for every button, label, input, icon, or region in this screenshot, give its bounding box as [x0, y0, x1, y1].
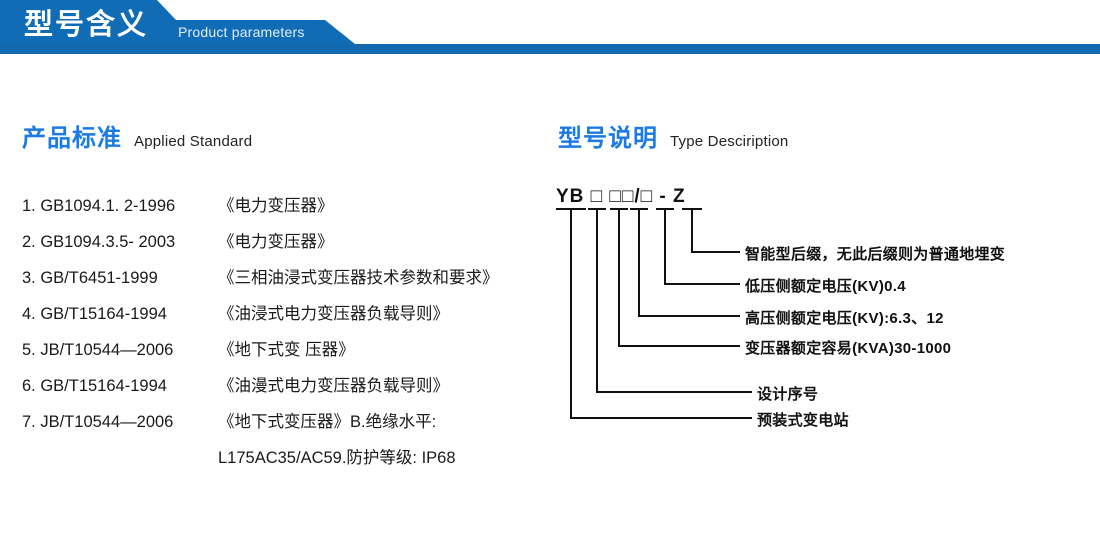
standard-title: 《电力变压器》 — [218, 233, 334, 251]
leader-hv-voltage — [638, 209, 740, 317]
leader-capacity — [618, 209, 740, 347]
standard-title: 《电力变压器》 — [218, 197, 334, 215]
standard-code: 3. GB/T6451-1999 — [22, 269, 158, 287]
leader-suffix — [691, 209, 740, 253]
diagram-label-suffix: 智能型后缀，无此后缀则为普通地埋变 — [745, 246, 1006, 263]
standard-title: 《地下式变 压器》 — [218, 341, 355, 359]
standard-row: 3. GB/T6451-1999 《三相油浸式变压器技术参数和要求》 — [22, 264, 542, 300]
diagram-label-design-serial: 设计序号 — [757, 386, 819, 403]
leader-prefab-substation — [570, 209, 752, 419]
diagram-label-prefab-substation: 预装式变电站 — [757, 412, 849, 429]
section-heading-type-description: 型号说明 Type Desciription — [558, 118, 788, 153]
diagram-label-lv-rated-voltage: 低压侧额定电压(KV)0.4 — [745, 278, 906, 295]
standard-code: 4. GB/T15164-1994 — [22, 305, 167, 323]
type-description-diagram: YB □ □□/□ - Z 智能型后缀，无此后缀则为普通地埋变 低压侧额定电压(… — [540, 186, 1100, 436]
leader-lines-group — [556, 208, 752, 419]
standard-row: L175AC35/AC59.防护等级: IP68 — [22, 444, 542, 480]
page-header-banner: 型号含义 Product parameters — [0, 0, 1100, 58]
standard-code: 6. GB/T15164-1994 — [22, 377, 167, 395]
standard-title: 《油漫式电力变压器负载导则》 — [218, 377, 449, 395]
standard-row: 5. JB/T10544—2006 《地下式变 压器》 — [22, 336, 542, 372]
section-heading-cn: 产品标准 — [22, 125, 122, 152]
banner-polygon — [0, 0, 355, 44]
section-heading-en: Applied Standard — [134, 133, 253, 150]
standard-code: 2. GB1094.3.5- 2003 — [22, 233, 176, 251]
standard-code: 5. JB/T10544—2006 — [22, 341, 174, 359]
section-heading-applied-standard: 产品标准 Applied Standard — [22, 118, 252, 153]
applied-standards-list: 1. GB1094.1. 2-1996《电力变压器》2. GB1094.3.5-… — [22, 192, 542, 480]
diagram-label-hv-rated-voltage: 高压侧额定电压(KV):6.3、12 — [745, 310, 944, 327]
diagram-label-rated-capacity: 变压器额定容易(KVA)30-1000 — [745, 340, 952, 357]
standard-title: 《地下式变压器》B.绝缘水平: — [218, 413, 437, 431]
standard-title: 《三相油浸式变压器技术参数和要求》 — [218, 269, 499, 287]
standard-row: 6. GB/T15164-1994 《油漫式电力变压器负载导则》 — [22, 372, 542, 408]
section-heading-en: Type Desciription — [670, 133, 789, 150]
standard-row: 4. GB/T15164-1994 《油浸式电力变压器负载导则》 — [22, 300, 542, 336]
standard-row: 7. JB/T10544—2006 《地下式变压器》B.绝缘水平: — [22, 408, 542, 444]
section-heading-cn: 型号说明 — [558, 125, 658, 152]
banner-shape — [0, 0, 1100, 54]
banner-title: 型号含义 — [24, 9, 149, 41]
leader-design-serial — [596, 209, 752, 393]
standard-code: 1. GB1094.1. 2-1996 — [22, 197, 176, 215]
model-code-string: YB □ □□/□ - Z — [556, 186, 686, 207]
banner-subtitle: Product parameters — [178, 24, 305, 40]
standard-row: 1. GB1094.1. 2-1996 《电力变压器》 — [22, 192, 542, 228]
standard-code: 7. JB/T10544—2006 — [22, 413, 174, 431]
standard-title: 《油浸式电力变压器负载导则》 — [218, 305, 449, 323]
leader-lv-voltage — [664, 209, 740, 285]
banner-underline-bar — [0, 44, 1100, 54]
standard-row: 2. GB1094.3.5- 2003 《电力变压器》 — [22, 228, 542, 264]
standard-title: L175AC35/AC59.防护等级: IP68 — [218, 449, 456, 467]
